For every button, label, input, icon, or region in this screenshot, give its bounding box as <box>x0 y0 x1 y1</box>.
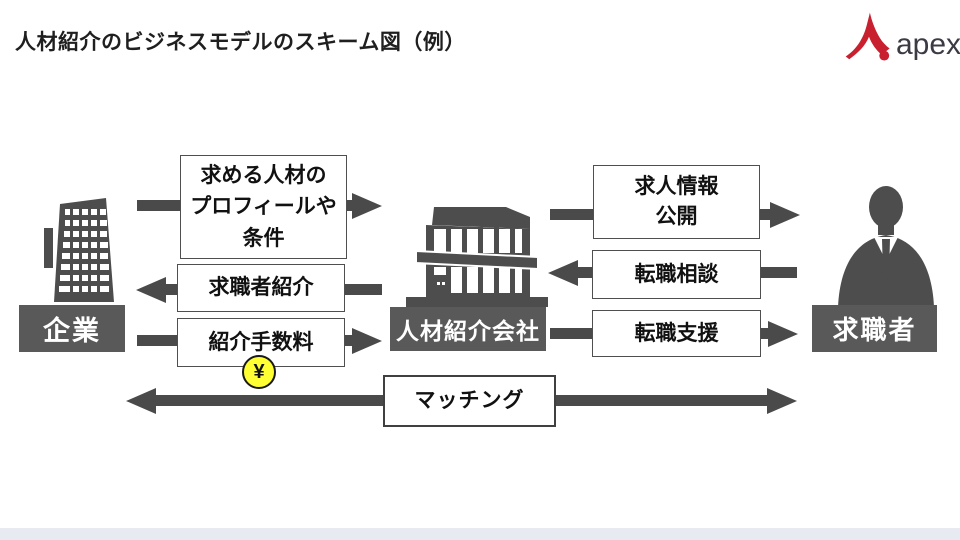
flow-box-candidate-referral: 求職者紹介 <box>177 264 345 312</box>
entity-label-company: 企業 <box>19 305 125 352</box>
apex-logo-text: apex <box>896 28 960 61</box>
page-title: 人材紹介のビジネスモデルのスキーム図（例） <box>15 31 466 54</box>
entity-label-agency: 人材紹介会社 <box>390 307 546 351</box>
yen-coin-badge: ¥ <box>242 355 276 389</box>
jobseeker-person-icon <box>838 186 934 307</box>
apex-logo: apex <box>843 8 960 62</box>
entity-label-jobseeker: 求職者 <box>812 305 937 352</box>
flow-box-job-info: 求人情報 公開 <box>593 165 760 239</box>
apex-logo-mark-icon <box>845 12 890 61</box>
footer-strip <box>0 528 960 540</box>
flow-box-matching: マッチング <box>383 375 556 427</box>
company-building-icon <box>44 198 114 302</box>
flow-box-requirements: 求める人材の プロフィールや 条件 <box>180 155 347 259</box>
flow-box-career-consult: 転職相談 <box>592 250 761 299</box>
agency-building-icon <box>406 207 548 307</box>
flow-box-career-support: 転職支援 <box>592 310 761 357</box>
